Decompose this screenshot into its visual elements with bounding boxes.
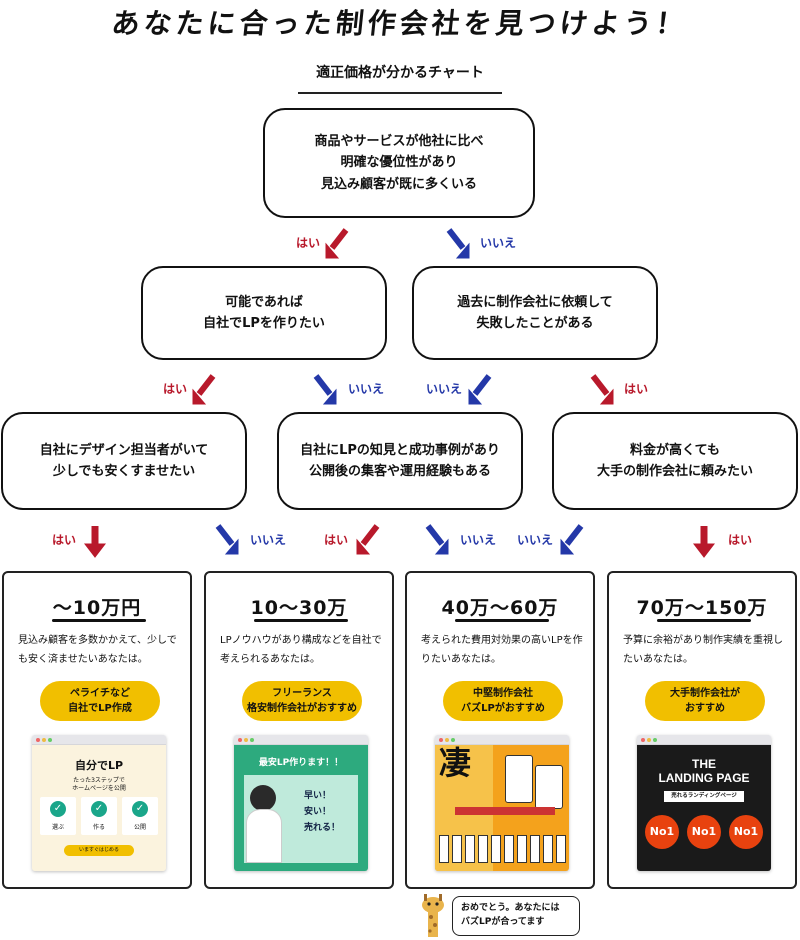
underline bbox=[657, 619, 751, 622]
price-range: 40万〜60万 bbox=[441, 597, 559, 619]
check-icon: ✓ bbox=[132, 801, 148, 817]
arrow-yes-icon bbox=[83, 526, 107, 558]
underline bbox=[455, 619, 549, 622]
check-icon: ✓ bbox=[50, 801, 66, 817]
no1-badge: No1 bbox=[645, 815, 679, 849]
preview-screenshot: 凄 bbox=[435, 735, 569, 871]
question-root: 商品やサービスが他社に比べ 明確な優位性があり 見込み顧客が既に多くいる bbox=[263, 108, 535, 218]
recommendation-badge: 中堅制作会社 バズLPがおすすめ bbox=[443, 681, 563, 721]
chart-subtitle: 適正価格が分かるチャート bbox=[298, 62, 502, 94]
arrow-no-icon bbox=[468, 374, 492, 405]
label-yes: はい bbox=[728, 533, 753, 547]
result-card-4: 70万〜150万 予算に余裕があり制作実績を重視したいあなたは。 大手制作会社が… bbox=[607, 571, 797, 889]
preview-screenshot: 最安LP作ります！！ 早い！ 安い！ 売れる！ bbox=[234, 735, 368, 871]
label-no: いいえ bbox=[250, 533, 287, 547]
result-card-3: 40万〜60万 考えられた費用対効果の高いLPを作りたいあなたは。 中堅制作会社… bbox=[405, 571, 595, 889]
check-icon: ✓ bbox=[91, 801, 107, 817]
underline bbox=[52, 619, 146, 622]
question-knowhow: 自社にLPの知見と成功事例があり 公開後の集客や運用経験もある bbox=[277, 412, 523, 510]
question-self-made: 可能であれば 自社でLPを作りたい bbox=[141, 266, 387, 360]
arrow-no-icon bbox=[215, 524, 239, 555]
question-designer: 自社にデザイン担当者がいて 少しでも安くすませたい bbox=[1, 412, 247, 510]
price-range: 〜10万円 bbox=[52, 597, 142, 619]
label-yes: はい bbox=[163, 382, 188, 396]
label-yes: はい bbox=[624, 382, 649, 396]
label-no: いいえ bbox=[426, 382, 463, 396]
result-card-1: 〜10万円 見込み顧客を多数かかえて、少しでも安く済ませたいあなたは。 ペライチ… bbox=[2, 571, 192, 889]
no1-badge: No1 bbox=[687, 815, 721, 849]
person-body-icon bbox=[246, 809, 282, 863]
preview-screenshot: 自分でLP たった3ステップで ホームページを公開 ✓ 選ぶ ✓ 作る ✓ 公開… bbox=[32, 735, 166, 871]
arrow-yes-icon bbox=[325, 228, 349, 259]
question-budget: 料金が高くても 大手の制作会社に頼みたい bbox=[552, 412, 798, 510]
arrow-yes-icon bbox=[590, 374, 614, 405]
no1-badge: No1 bbox=[729, 815, 763, 849]
arrow-yes-icon bbox=[192, 374, 216, 405]
arrow-no-icon bbox=[313, 374, 337, 405]
result-description: 見込み顧客を多数かかえて、少しでも安く済ませたいあなたは。 bbox=[18, 635, 177, 665]
arrow-no-icon bbox=[425, 524, 449, 555]
speech-bubble: おめでとう。あなたには バズLPが合ってます bbox=[452, 896, 580, 936]
result-description: LPノウハウがあり構成などを自社で考えられるあなたは。 bbox=[220, 635, 382, 665]
preview-screenshot: THE LANDING PAGE 売れるランディングページ No1 No1 No… bbox=[637, 735, 771, 871]
label-yes: はい bbox=[52, 533, 77, 547]
price-range: 10〜30万 bbox=[250, 597, 348, 619]
underline bbox=[254, 619, 348, 622]
label-no: いいえ bbox=[348, 382, 385, 396]
label-yes: はい bbox=[324, 533, 349, 547]
arrow-no-icon bbox=[560, 524, 584, 555]
result-description: 予算に余裕があり制作実績を重視したいあなたは。 bbox=[623, 635, 783, 665]
recommendation-badge: ペライチなど 自社でLP作成 bbox=[40, 681, 160, 721]
result-card-2: 10〜30万 LPノウハウがあり構成などを自社で考えられるあなたは。 フリーラン… bbox=[204, 571, 394, 889]
label-no: いいえ bbox=[480, 236, 517, 250]
label-no: いいえ bbox=[460, 533, 497, 547]
arrow-yes-icon bbox=[356, 524, 380, 555]
label-yes: はい bbox=[296, 236, 321, 250]
recommendation-badge: 大手制作会社が おすすめ bbox=[645, 681, 765, 721]
price-range: 70万〜150万 bbox=[636, 597, 768, 619]
flow-arrows bbox=[83, 228, 716, 558]
giraffe-icon bbox=[422, 894, 444, 937]
arrow-no-icon bbox=[446, 228, 470, 259]
arrow-yes-icon bbox=[692, 526, 716, 558]
result-description: 考えられた費用対効果の高いLPを作りたいあなたは。 bbox=[421, 635, 583, 665]
recommendation-badge: フリーランス 格安制作会社がおすすめ bbox=[242, 681, 362, 721]
person-head-icon bbox=[250, 785, 276, 811]
question-past-failure: 過去に制作会社に依頼して 失敗したことがある bbox=[412, 266, 658, 360]
label-no: いいえ bbox=[517, 533, 554, 547]
